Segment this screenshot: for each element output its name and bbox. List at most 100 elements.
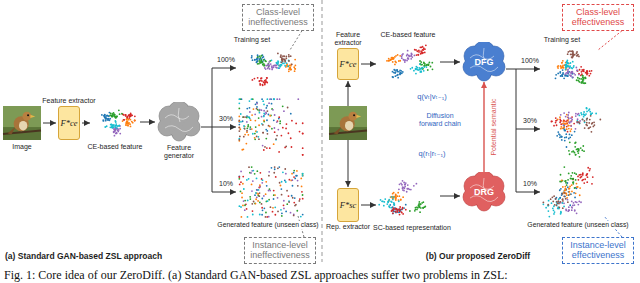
scatter-plot [555, 50, 593, 84]
feature-point [582, 79, 584, 81]
feature-point [579, 156, 581, 158]
feature-point [572, 77, 574, 79]
feature-point [569, 153, 571, 155]
feature-point [571, 54, 573, 56]
ratio-label: 30% [218, 115, 234, 123]
feature-point [126, 116, 128, 118]
feature-point [418, 50, 420, 52]
feature-point [402, 180, 404, 182]
feature-point [266, 105, 268, 107]
brain-name: Feature generator [154, 144, 204, 160]
feature-point [290, 64, 292, 66]
feature-point [547, 204, 549, 206]
feature-point [577, 150, 579, 152]
feature-point [565, 198, 567, 200]
feature-point [263, 65, 265, 67]
set-label: Generated feature (unseen class) [526, 221, 629, 229]
feature-point [240, 121, 242, 123]
feature-point [128, 119, 130, 121]
feature-point [588, 75, 590, 77]
feature-point [570, 75, 572, 77]
feature-point [586, 174, 588, 176]
feature-point [272, 207, 274, 209]
feature-point [570, 75, 572, 77]
feature-point [261, 207, 263, 209]
feature-point [126, 118, 128, 120]
feature-point [245, 143, 247, 145]
feature-point [408, 188, 410, 190]
feature-point [273, 143, 275, 145]
feature-point [394, 56, 396, 58]
feature-point [428, 64, 430, 66]
feature-point [415, 183, 417, 185]
feature-point [300, 216, 302, 218]
feature-point [586, 70, 588, 72]
feature-point [560, 174, 562, 176]
feature-point [286, 62, 288, 64]
feature-point [241, 197, 243, 199]
feature-point [563, 120, 565, 122]
feature-point [407, 58, 409, 60]
feature-point [577, 114, 579, 116]
feature-point [577, 70, 579, 72]
feature-point [287, 65, 289, 67]
feature-point [420, 53, 422, 55]
flow-arrow [506, 69, 540, 70]
feature-point [555, 198, 557, 200]
feature-point [395, 199, 397, 201]
feature-point [599, 119, 601, 121]
feature-point [422, 46, 424, 48]
feature-point [250, 119, 252, 121]
feature-point [575, 142, 577, 144]
feature-point [562, 198, 564, 200]
figure-caption: Fig. 1: Core idea of our ZeroDiff. (a) S… [4, 268, 508, 282]
feature-point [429, 62, 431, 64]
annotation-box: Class-level ineffectiveness [242, 4, 314, 31]
annotation-box: Class-level effectiveness [562, 4, 634, 31]
feature-point [391, 196, 393, 198]
feature-point [238, 127, 240, 129]
feature-point [582, 145, 584, 147]
feature-point [256, 61, 258, 63]
feature-point [255, 203, 257, 205]
feature-point [114, 135, 116, 137]
feature-point [302, 147, 304, 149]
feature-point [302, 175, 304, 177]
feature-point [575, 154, 577, 156]
feature-point [564, 129, 566, 131]
feature-point [406, 53, 408, 55]
feature-point [114, 115, 116, 117]
feature-point [398, 209, 400, 211]
feature-point [564, 188, 566, 190]
feature-point [263, 59, 265, 61]
extractor-box: Feature extractorF*ce [337, 48, 359, 80]
feature-point [249, 100, 251, 102]
feature-point [576, 121, 578, 123]
feature-point [276, 121, 278, 123]
feature-point [268, 199, 270, 201]
feature-point [419, 211, 421, 213]
feature-point [280, 64, 282, 66]
feature-point [591, 112, 593, 114]
feature-point [571, 184, 573, 186]
feature-point [255, 126, 257, 128]
annotation-text: Class-level ineffectiveness [246, 7, 310, 28]
feature-point [271, 108, 273, 110]
feature-point [302, 175, 304, 177]
feature-point [392, 57, 394, 59]
feature-point [563, 121, 565, 123]
feature-point [563, 127, 565, 129]
feature-point [269, 190, 271, 192]
feature-point [262, 179, 264, 181]
feature-point [574, 187, 576, 189]
feature-point [576, 79, 578, 81]
annotation-text: Instance-level effectiveness [566, 240, 630, 261]
feature-point [565, 136, 567, 138]
feature-point [399, 209, 401, 211]
feature-point [550, 121, 552, 123]
feature-point [294, 59, 296, 61]
feature-point [251, 79, 253, 81]
flow-arrow [348, 81, 349, 106]
feature-point [415, 68, 417, 70]
flow-arrow [361, 205, 376, 206]
